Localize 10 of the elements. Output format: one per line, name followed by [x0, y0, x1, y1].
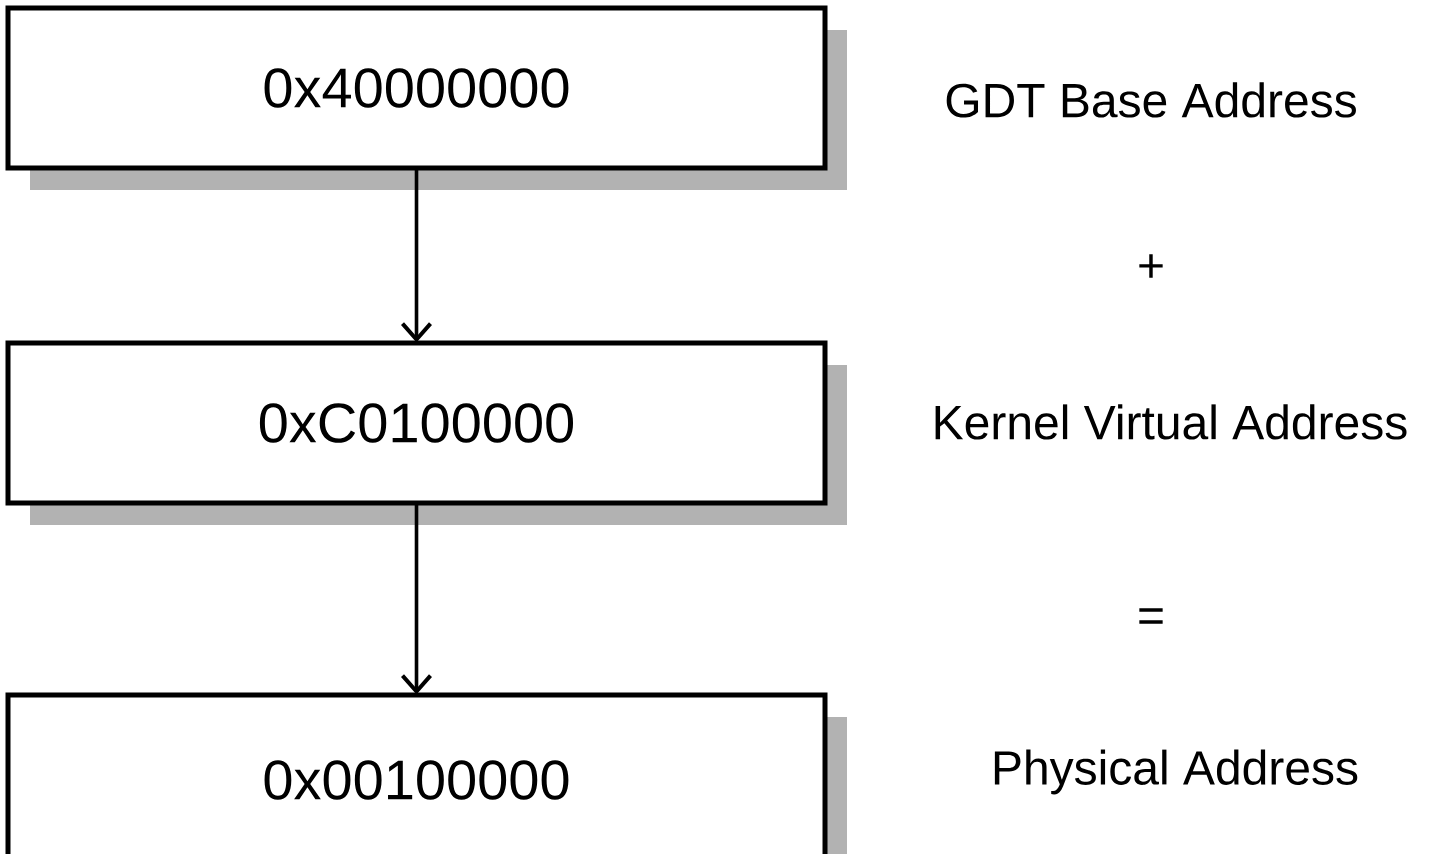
annotation-text: Kernel Virtual Address: [935, 404, 1407, 440]
arrow: [401, 168, 432, 343]
arrow: [401, 503, 432, 695]
address-box: 0xC0100000: [5, 340, 847, 525]
annotation-text: GDT Base Address: [946, 82, 1356, 118]
annotation-text: =: [1139, 608, 1163, 624]
address-box: 0x40000000: [5, 5, 847, 190]
annotation-text: Physical Address: [994, 749, 1358, 795]
address-box: 0x00100000: [5, 692, 847, 854]
annotation-text: +: [1139, 254, 1163, 278]
